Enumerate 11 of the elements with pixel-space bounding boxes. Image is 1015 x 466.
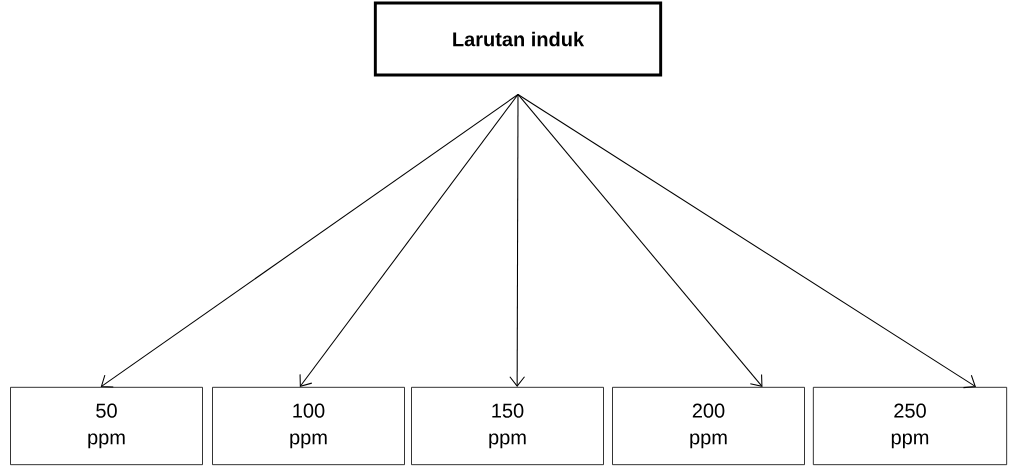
result-box: 50 ppm [10, 386, 203, 466]
result-box: 100 ppm [212, 386, 405, 466]
arrow [299, 93, 519, 387]
result-box: 150 ppm [411, 386, 604, 466]
result-box: 250 ppm [812, 386, 1008, 466]
result-box: 200 ppm [612, 386, 805, 466]
arrow [517, 93, 763, 387]
arrow [517, 93, 976, 389]
arrow [509, 93, 526, 387]
arrow [100, 93, 519, 388]
process-box: Larutan induk [373, 1, 663, 77]
